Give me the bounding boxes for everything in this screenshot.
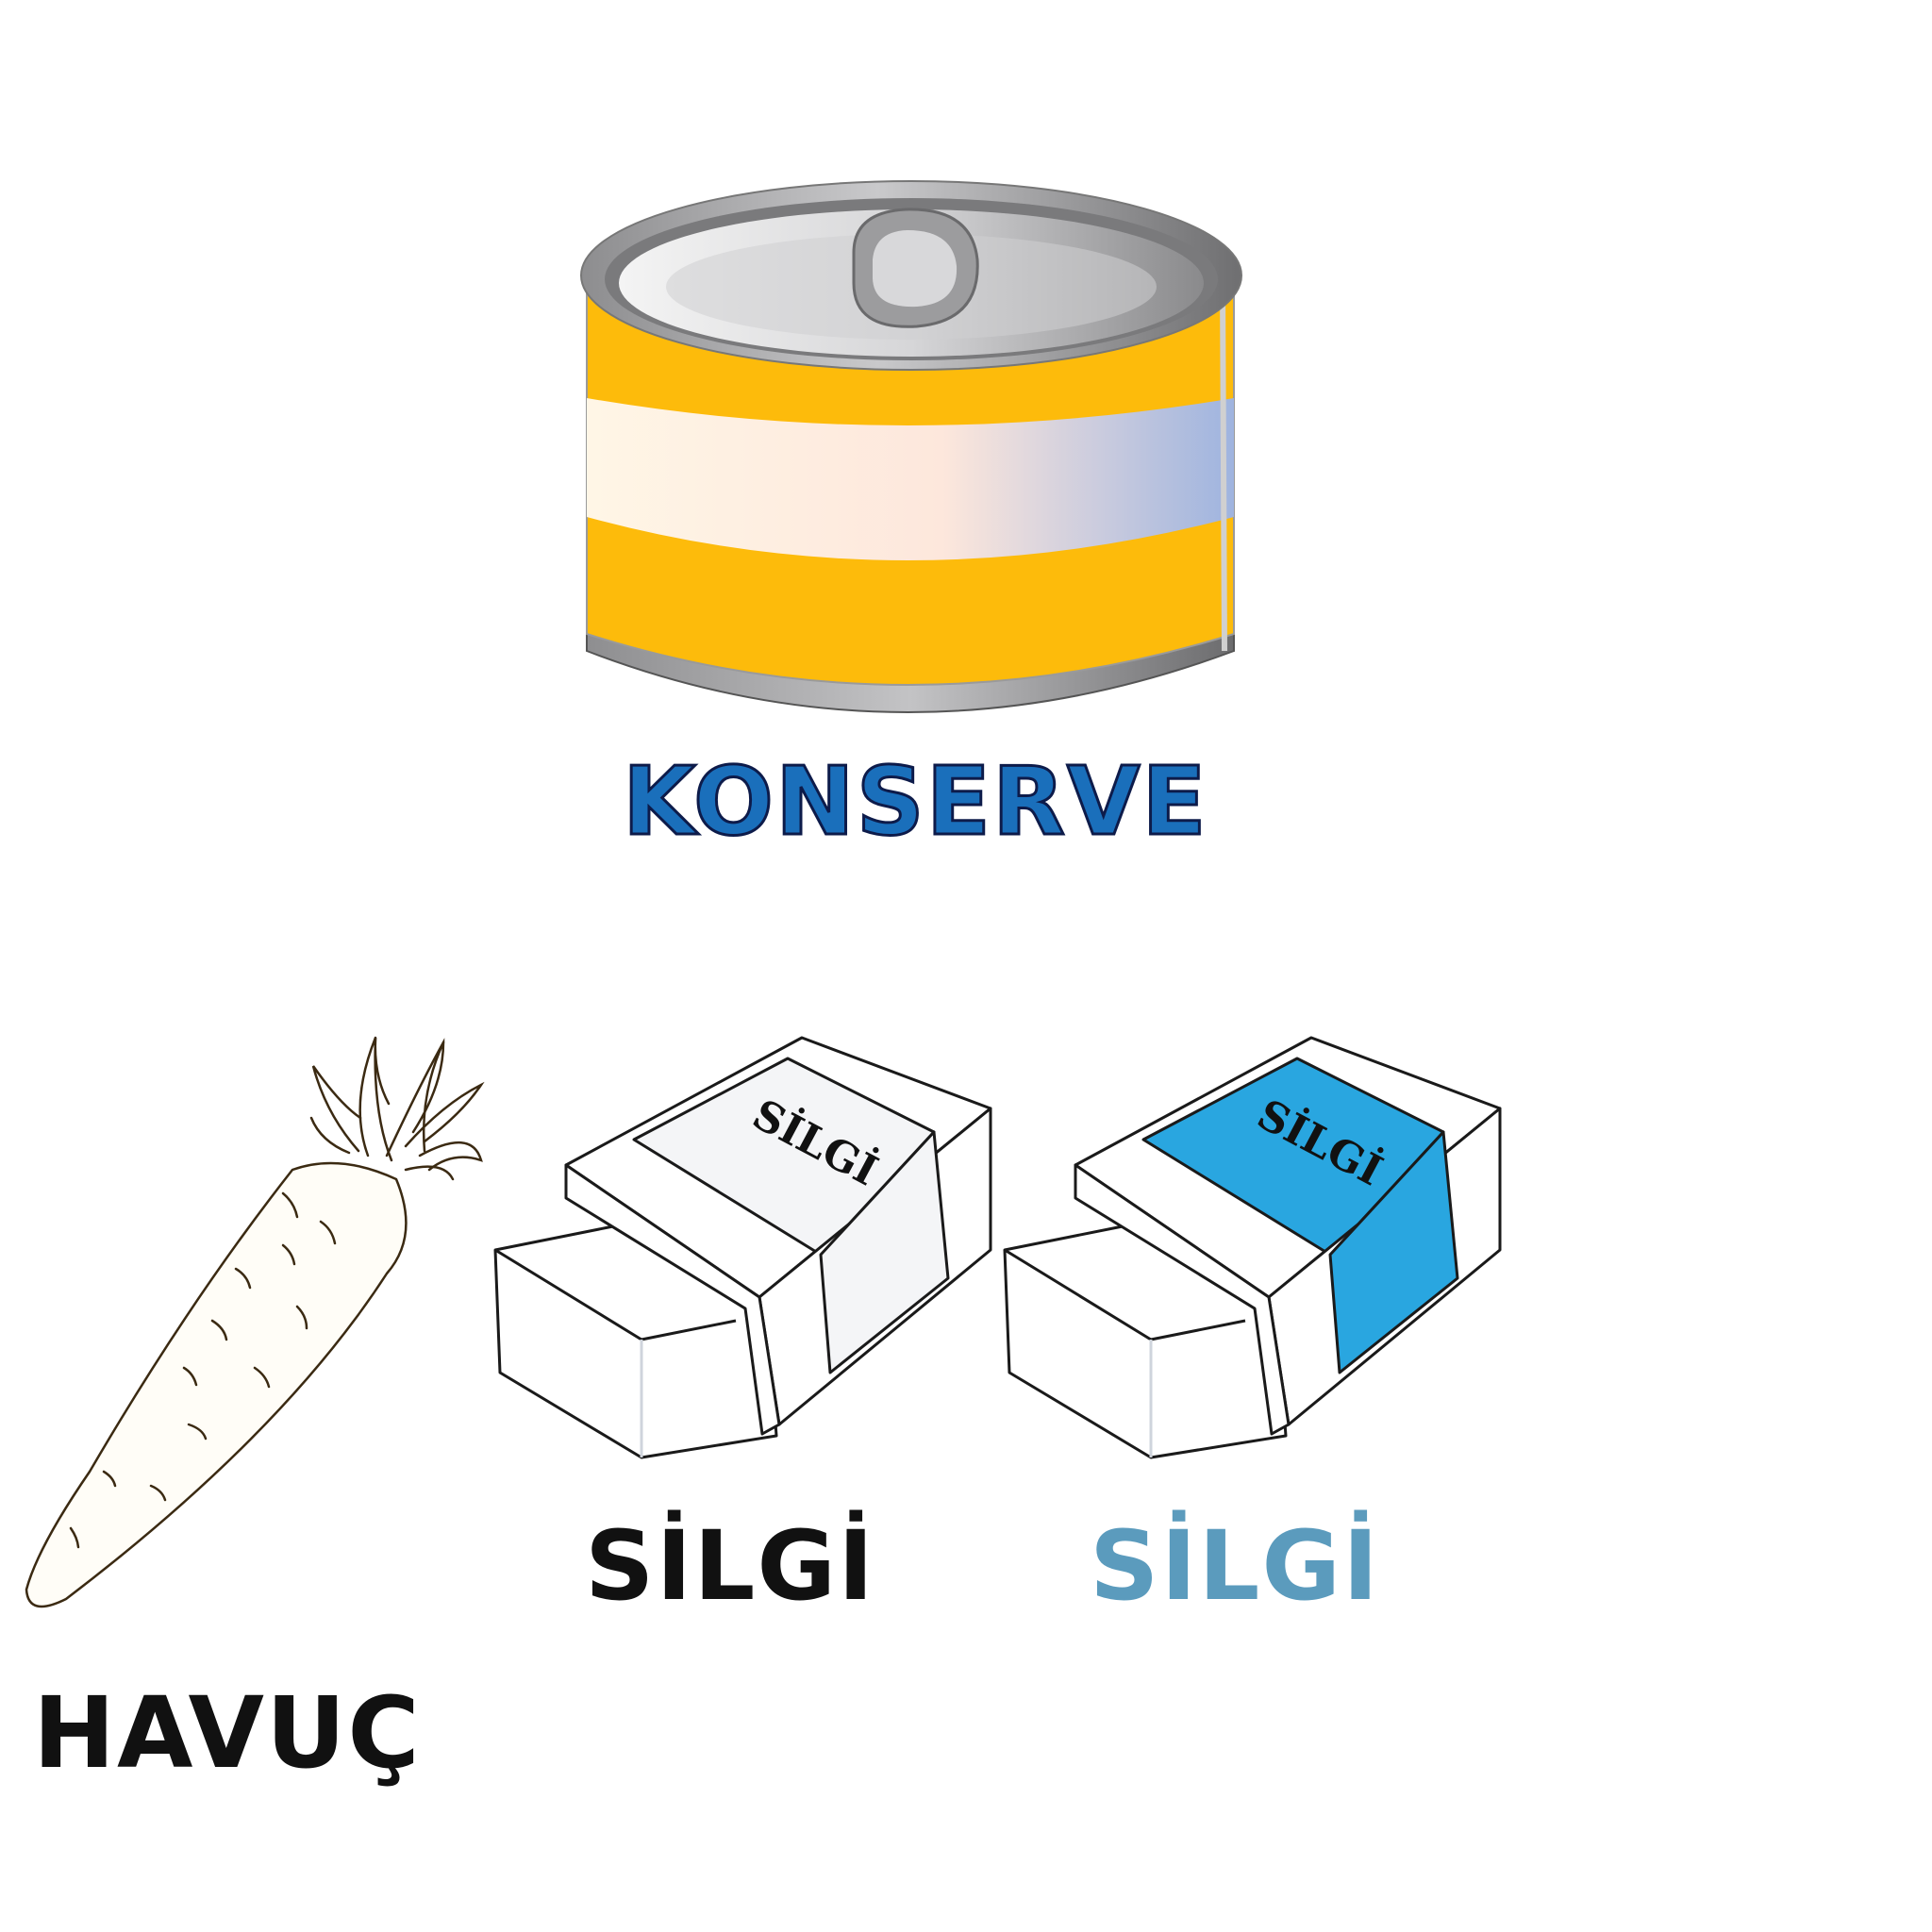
label-konserve: KONSERVE	[622, 746, 1208, 857]
carrot-icon	[25, 1036, 485, 1608]
label-silgi-blue: SİLGİ	[1090, 1510, 1381, 1623]
label-silgi-plain: SİLGİ	[585, 1510, 876, 1623]
eraser-blue-icon: SİLGİ	[1003, 1036, 1502, 1459]
label-havuc: HAVUÇ	[33, 1675, 422, 1790]
eraser-icon: SİLGİ	[493, 1036, 992, 1459]
tin-can-icon	[580, 180, 1242, 713]
